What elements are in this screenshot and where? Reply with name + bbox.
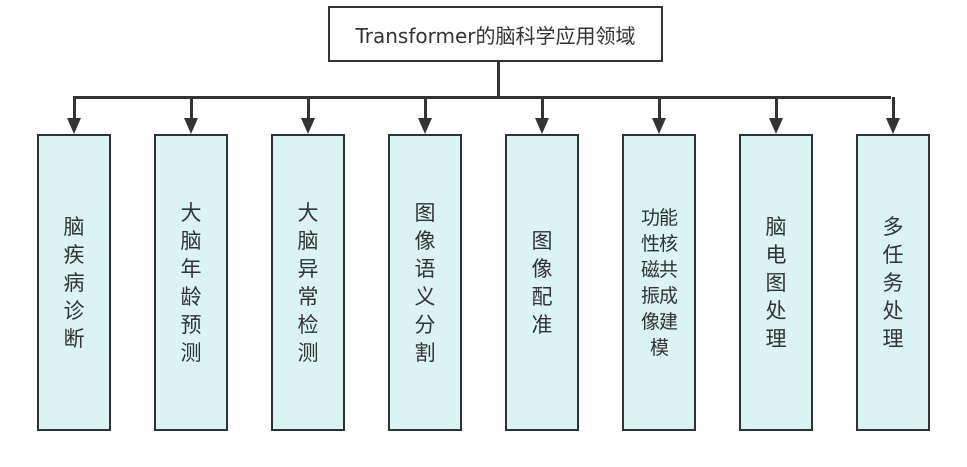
arrow-head-icon bbox=[67, 118, 81, 134]
child-node-label: 大 脑 年 龄 预 测 bbox=[180, 200, 202, 365]
child-node: 多 任 务 处 理 bbox=[856, 134, 930, 431]
arrow-head-icon bbox=[535, 118, 549, 134]
horizontal-connector bbox=[73, 96, 891, 99]
root-node-label: Transformer的脑科学应用领域 bbox=[355, 23, 636, 48]
child-node-label: 脑 电 图 处 理 bbox=[765, 214, 787, 351]
arrow-head-icon bbox=[652, 118, 666, 134]
branch-connector bbox=[424, 97, 427, 119]
branch-connector bbox=[775, 97, 778, 119]
child-node: 功能 性核 磁共 振成 像建 模 bbox=[622, 134, 696, 431]
arrow-head-icon bbox=[301, 118, 315, 134]
child-node-label: 功能 性核 磁共 振成 像建 模 bbox=[640, 206, 678, 359]
child-node-label: 大 脑 异 常 检 测 bbox=[297, 200, 319, 365]
branch-connector bbox=[892, 97, 895, 119]
arrow-head-icon bbox=[418, 118, 432, 134]
child-node: 图 像 语 义 分 割 bbox=[388, 134, 462, 431]
child-node-label: 多 任 务 处 理 bbox=[882, 214, 904, 351]
branch-connector bbox=[307, 97, 310, 119]
child-node: 脑 疾 病 诊 断 bbox=[37, 134, 111, 431]
branch-connector bbox=[73, 97, 76, 119]
child-node: 大 脑 年 龄 预 测 bbox=[154, 134, 228, 431]
root-node: Transformer的脑科学应用领域 bbox=[328, 6, 663, 62]
arrow-head-icon bbox=[769, 118, 783, 134]
branch-connector bbox=[190, 97, 193, 119]
arrow-head-icon bbox=[184, 118, 198, 134]
root-connector bbox=[497, 62, 500, 99]
arrow-head-icon bbox=[886, 118, 900, 134]
child-node-label: 脑 疾 病 诊 断 bbox=[63, 214, 85, 351]
child-node: 脑 电 图 处 理 bbox=[739, 134, 813, 431]
child-node-label: 图 像 配 准 bbox=[531, 228, 553, 337]
child-node: 图 像 配 准 bbox=[505, 134, 579, 431]
branch-connector bbox=[541, 97, 544, 119]
child-node: 大 脑 异 常 检 测 bbox=[271, 134, 345, 431]
child-node-label: 图 像 语 义 分 割 bbox=[414, 200, 436, 365]
branch-connector bbox=[658, 97, 661, 119]
